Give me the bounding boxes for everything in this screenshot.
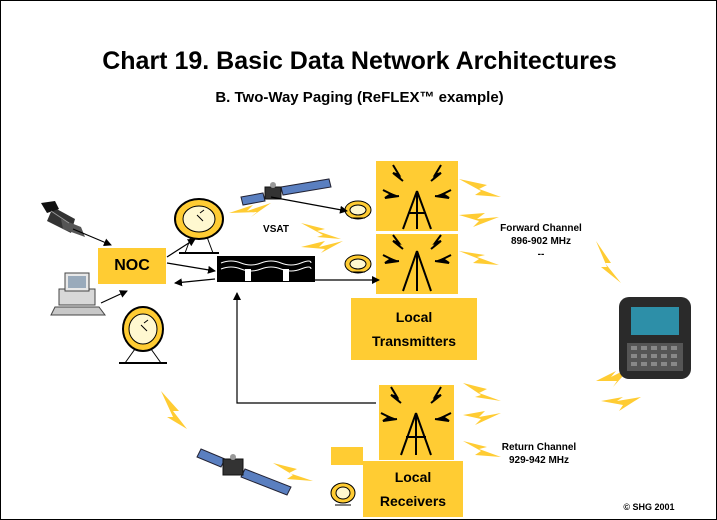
computer-icon (50, 272, 106, 316)
forward-channel-frequency: 896-902 MHz (510, 236, 572, 247)
satellite-dish-icon (344, 254, 372, 274)
telephone-icon (41, 201, 85, 237)
noc-box: NOC (98, 248, 166, 284)
local-transmitters-box: Local Transmitters (351, 298, 477, 360)
local-receivers-box: Local Receivers (363, 461, 463, 517)
receiver-small-box (331, 447, 363, 465)
pager-icon (619, 297, 691, 379)
radio-tower-icon (382, 164, 452, 230)
satellite-icon (196, 448, 292, 496)
satellite-dish-icon (174, 198, 224, 254)
satellite-dish-icon (330, 482, 356, 506)
network-switch-icon (217, 256, 315, 282)
local-transmitters-label-line1: Local (395, 309, 433, 325)
return-channel-frequency: 929-942 MHz (508, 455, 570, 466)
radio-tower-icon (382, 234, 452, 292)
local-transmitters-label-line2: Transmitters (371, 333, 457, 349)
satellite-icon (240, 178, 332, 206)
radio-tower-icon (380, 386, 452, 456)
page-title: Chart 19. Basic Data Network Architectur… (102, 47, 617, 75)
local-receivers-label-line2: Receivers (379, 493, 447, 509)
forward-channel-dash: -- (537, 249, 545, 260)
return-channel-label: Return Channel 929-942 MHz (479, 441, 599, 467)
lightning-bolt-icon (161, 179, 641, 481)
forward-channel-label: Forward Channel 896-902 MHz -- (481, 222, 601, 261)
forward-channel-name: Forward Channel (500, 223, 582, 234)
connection-arrows (72, 196, 380, 404)
vsat-label: VSAT (263, 224, 289, 235)
local-receivers-label-line1: Local (394, 469, 432, 485)
page-subtitle: B. Two-Way Paging (ReFLEX™ example) (215, 89, 504, 106)
return-channel-name: Return Channel (501, 442, 577, 453)
satellite-dish-icon (119, 306, 167, 364)
copyright-label: © SHG 2001 (623, 502, 675, 512)
satellite-dish-icon (344, 200, 372, 220)
